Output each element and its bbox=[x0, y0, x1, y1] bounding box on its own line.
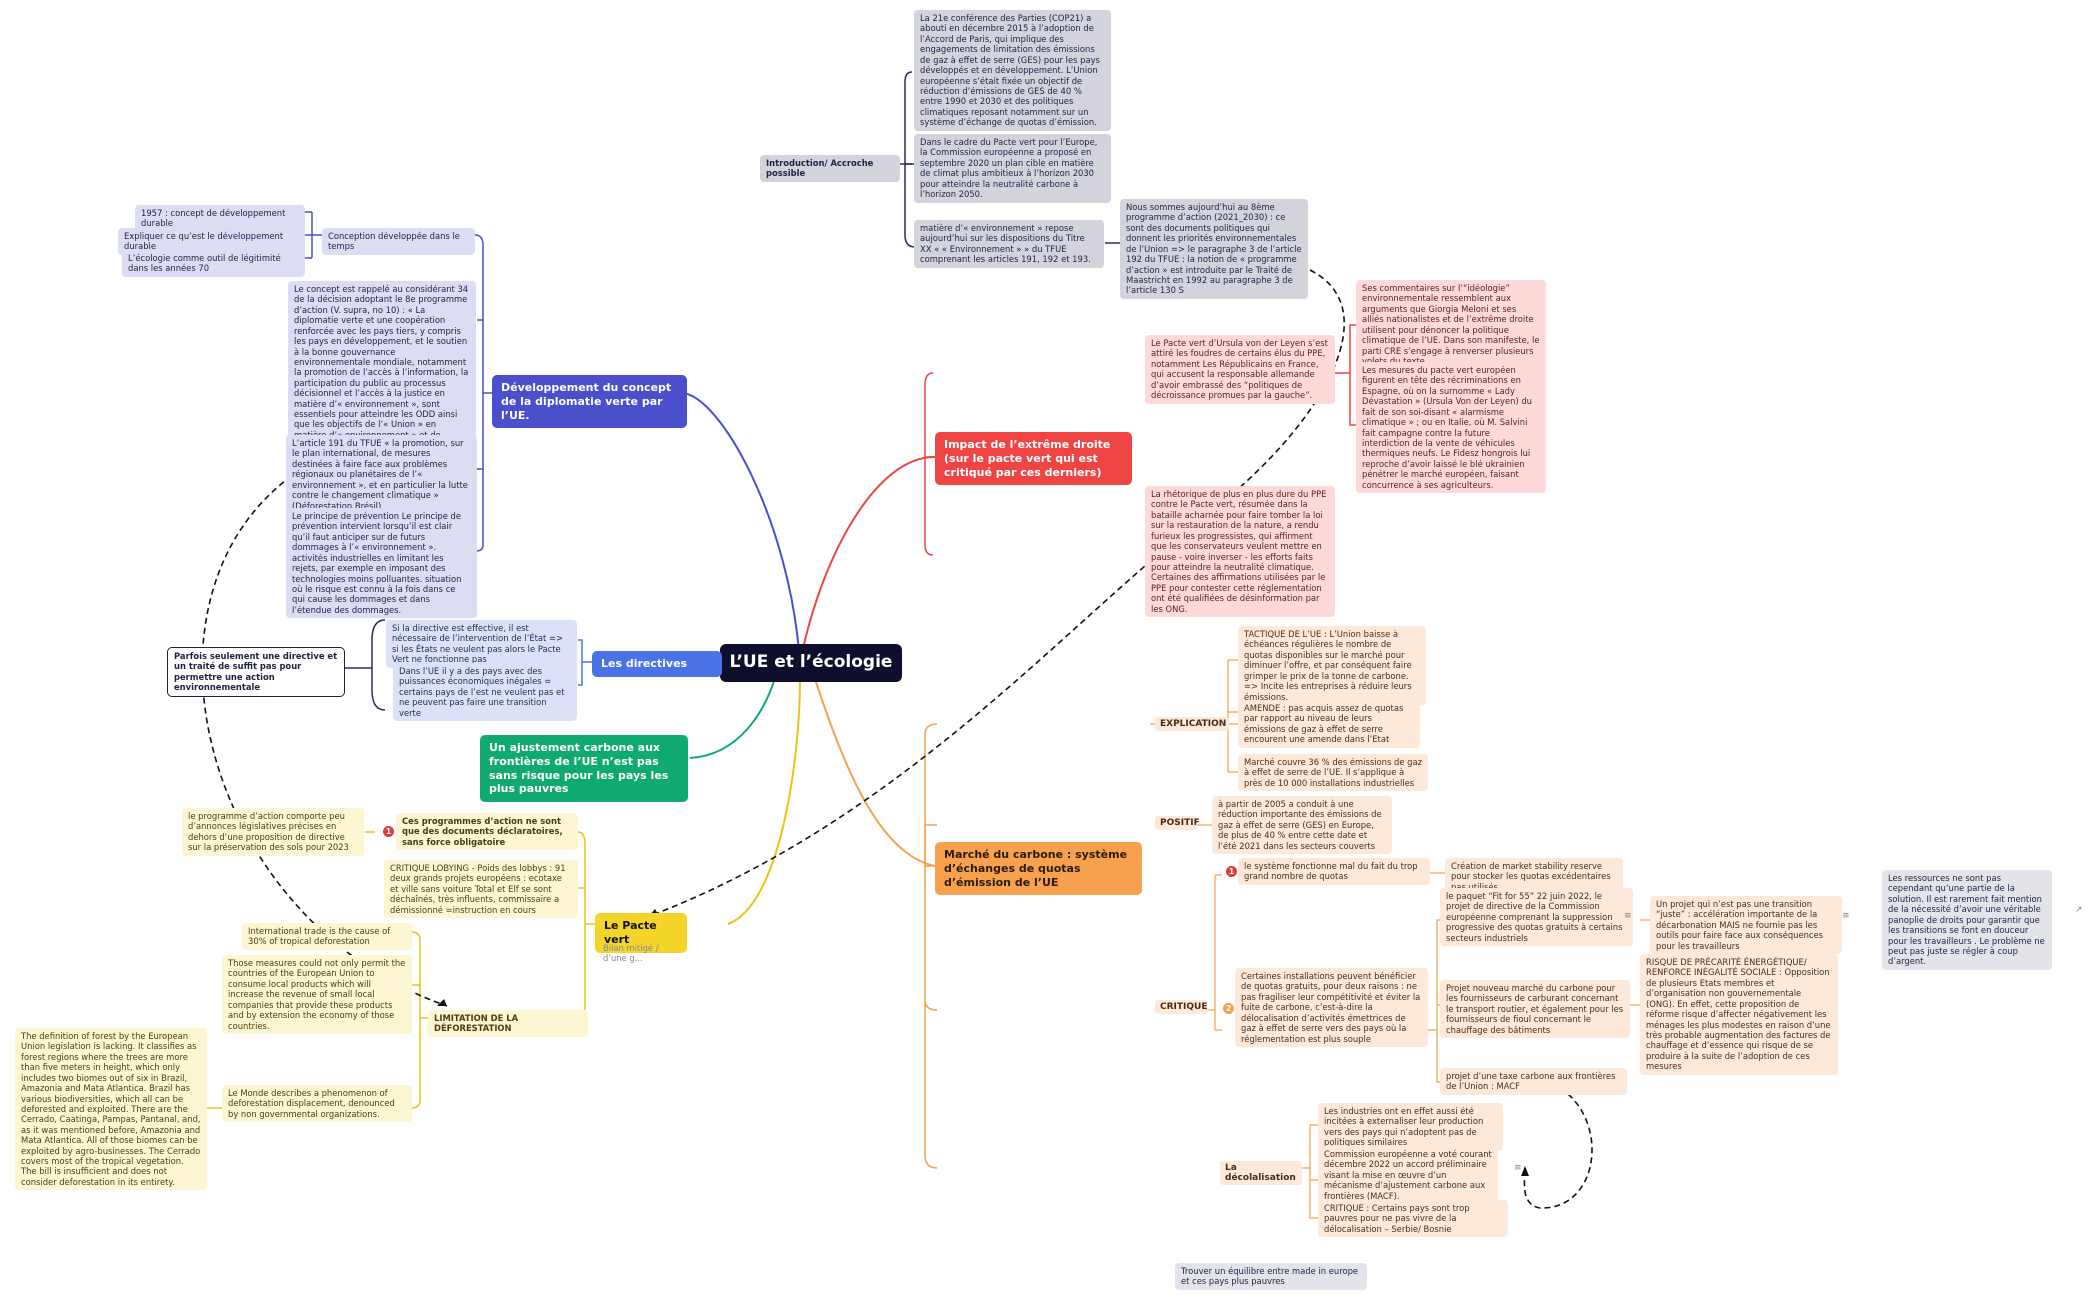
marche-delocalisation[interactable]: La décolalisation bbox=[1220, 1161, 1302, 1185]
marche-systeme-mal[interactable]: le système fonctionne mal du fait du tro… bbox=[1238, 858, 1430, 885]
link-icon[interactable]: ↗ bbox=[2075, 905, 2083, 915]
intro-pacte-vert[interactable]: Dans le cadre du Pacte vert pour l’Europ… bbox=[914, 134, 1111, 203]
pacte-le-monde[interactable]: Le Monde describes a phenomenon of defor… bbox=[222, 1085, 412, 1123]
marche-transition-juste[interactable]: Un projet qui n’est pas une transition “… bbox=[1650, 896, 1842, 955]
branch-pacte-vert[interactable]: Le Pacte vert bbox=[595, 913, 687, 953]
note-icon[interactable]: ≡ bbox=[1624, 911, 1632, 921]
dev-article-191[interactable]: L’article 191 du TFUE « la promotion, su… bbox=[286, 435, 477, 514]
marche-couvre[interactable]: Marché couvre 36 % des émissions de gaz … bbox=[1238, 754, 1428, 792]
marche-positif[interactable]: POSITIF bbox=[1155, 816, 1200, 830]
critique-marker-2-icon: 2 bbox=[1223, 1003, 1234, 1014]
branch-ajustement-carbone[interactable]: Un ajustement carbone aux frontières de … bbox=[480, 735, 688, 802]
marche-critique-pays[interactable]: CRITIQUE : Certains pays sont trop pauvr… bbox=[1318, 1200, 1508, 1238]
pacte-limitation-deforestation[interactable]: LIMITATION DE LA DÉFORESTATION bbox=[428, 1010, 588, 1037]
directive-effective[interactable]: Si la directive est effective, il est né… bbox=[386, 620, 577, 668]
marche-industries[interactable]: Les industries ont en effet aussi été in… bbox=[1318, 1103, 1503, 1151]
marche-taxe-carbone[interactable]: projet d’une taxe carbone aux frontières… bbox=[1440, 1068, 1627, 1095]
pacte-forest-definition[interactable]: The definition of forest by the European… bbox=[15, 1028, 207, 1191]
critique-marker-1-icon: 1 bbox=[1226, 866, 1237, 877]
directive-parfois[interactable]: Parfois seulement une directive et un tr… bbox=[167, 647, 345, 697]
floating-equilibre[interactable]: Trouver un équilibre entre made in europ… bbox=[1175, 1263, 1367, 1290]
directive-puissances[interactable]: Dans l’UE il y a des pays avec des puiss… bbox=[393, 663, 577, 722]
branch-diplomatie-verte[interactable]: Développement du concept de la diplomati… bbox=[492, 375, 687, 429]
note-icon[interactable]: ≡ bbox=[1842, 911, 1850, 921]
marche-explication[interactable]: EXPLICATION bbox=[1155, 717, 1229, 731]
marche-critique[interactable]: CRITIQUE bbox=[1155, 1000, 1207, 1014]
pacte-bilan[interactable]: Bilan mitigé / d’une g... bbox=[603, 943, 659, 964]
pacte-international-trade[interactable]: International trade is the cause of 30% … bbox=[242, 923, 412, 950]
branch-directives[interactable]: Les directives bbox=[592, 651, 722, 677]
extreme-commentaires[interactable]: Ses commentaires sur l’“idéologie” envir… bbox=[1356, 280, 1546, 370]
dev-ecologie[interactable]: L’écologie comme outil de légitimité dan… bbox=[122, 250, 305, 277]
branch-marche-carbone[interactable]: Marché du carbone : système d’échanges d… bbox=[935, 842, 1142, 896]
extreme-mesures[interactable]: Les mesures du pacte vert européen figur… bbox=[1356, 362, 1546, 494]
branch-extreme-droite[interactable]: Impact de l’extrême droite (sur le pacte… bbox=[935, 432, 1132, 486]
note-icon[interactable]: ≡ bbox=[1514, 1163, 1522, 1173]
warning-marker-icon: 1 bbox=[383, 826, 394, 837]
marche-tactique[interactable]: TACTIQUE DE L’UE : L’Union baisse à éché… bbox=[1238, 626, 1426, 705]
dev-prevention[interactable]: Le principe de prévention Le principe de… bbox=[286, 508, 477, 619]
marche-nouveau-marche[interactable]: Projet nouveau marché du carbone pour le… bbox=[1440, 980, 1630, 1039]
dev-1957[interactable]: 1957 : concept de développement durable bbox=[135, 205, 305, 232]
intro-matiere[interactable]: matière d’« environnement » repose aujou… bbox=[914, 220, 1104, 268]
pacte-programme-action[interactable]: le programme d’action comporte peu d’ann… bbox=[182, 808, 364, 856]
intro-label[interactable]: Introduction/ Accroche possible bbox=[760, 155, 900, 182]
marche-amende[interactable]: AMENDE : pas acquis assez de quotas par … bbox=[1238, 700, 1420, 748]
dev-considerant-34[interactable]: Le concept est rappelé au considérant 34… bbox=[288, 281, 476, 454]
dev-conception[interactable]: Conception développée dans le temps bbox=[322, 228, 475, 255]
extreme-ursula[interactable]: Le Pacte vert d’Ursula von der Leyen s’e… bbox=[1145, 335, 1335, 404]
pacte-critique-lobbying[interactable]: CRITIQUE LOBYING - Poids des lobbys : 91… bbox=[384, 860, 578, 919]
marche-ressources[interactable]: Les ressources ne sont pas cependant qu’… bbox=[1882, 870, 2052, 970]
extreme-rhetorique[interactable]: La rhétorique de plus en plus dure du PP… bbox=[1145, 486, 1335, 618]
intro-huitieme-programme[interactable]: Nous sommes aujourd’hui au 8ème programm… bbox=[1120, 199, 1308, 299]
root-node[interactable]: L’UE et l’écologie bbox=[720, 644, 902, 682]
marche-installations[interactable]: Certaines installations peuvent bénéfici… bbox=[1235, 968, 1428, 1047]
marche-precarite[interactable]: RISQUE DE PRÉCARITÉ ÉNERGÉTIQUE/ RENFORC… bbox=[1640, 954, 1838, 1075]
marche-fit-for-55[interactable]: le paquet “Fit for 55” 22 juin 2022, le … bbox=[1440, 888, 1633, 947]
marche-reduction[interactable]: à partir de 2005 a conduit à une réducti… bbox=[1212, 796, 1392, 855]
pacte-programmes-declaratoires[interactable]: Ces programmes d’action ne sont que des … bbox=[396, 813, 578, 851]
pacte-measures[interactable]: Those measures could not only permit the… bbox=[222, 955, 412, 1034]
intro-cop21[interactable]: La 21e conférence des Parties (COP21) a … bbox=[914, 10, 1111, 131]
marche-commission-2022[interactable]: Commission européenne a voté courant déc… bbox=[1318, 1146, 1498, 1205]
